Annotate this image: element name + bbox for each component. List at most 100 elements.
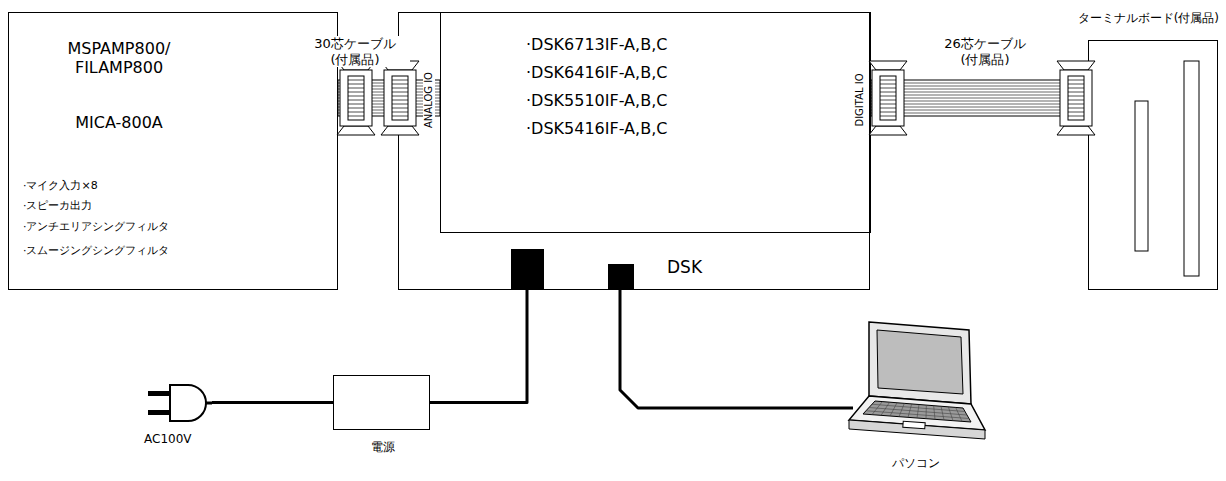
plug-pin [348,96,364,97]
ribbon-wire [871,101,1088,102]
plug-shell [872,70,904,126]
plug-body [170,385,206,421]
power-cord [212,402,333,403]
plug-shell [384,70,416,126]
plug-pin [348,88,364,89]
key-column [881,402,890,415]
node-drawing [1089,41,1217,289]
usb-jack [608,264,634,289]
key-column [890,403,897,416]
plug-pin [392,104,408,105]
node-text: ·マイク入力×8 [23,179,98,192]
plug-pin [348,104,364,105]
ribbon-wire [871,113,1088,114]
ribbon-wire [871,86,1088,87]
node-text: DSK [667,257,702,277]
plug-latch [381,126,419,135]
ribbon-wire [871,83,1088,84]
plug-pin [1068,116,1084,117]
node-text: ·アンチエリアシングフィルタ [23,220,170,233]
plug-pin [1068,80,1084,81]
node-text: ·スピーカ出力 [23,199,93,212]
key-column [917,405,919,419]
plug-prong [148,391,172,396]
plug-pin [392,92,408,93]
plug-latch [869,126,907,135]
laptop-pc: パソコン [845,318,987,452]
power-supply: 電源 [333,375,430,430]
cable-label: 30芯ケーブル (付属品) [300,36,410,67]
cable-line [430,290,527,403]
cable-label: 26芯ケーブル (付属品) [930,36,1040,67]
plug-pin [880,84,896,85]
node-text: ·DSK6416IF-A,B,C [526,63,667,82]
plug-socket [348,76,364,120]
node-drawing [148,380,212,426]
ribbon-wire [871,95,1088,96]
plug-pin [880,92,896,93]
plug-pin [392,80,408,81]
key-column [941,406,944,420]
plug-pin [348,108,364,109]
plug-pin [348,84,364,85]
plug-pin [348,92,364,93]
plug-pin [1068,100,1084,101]
power-cord [430,290,527,403]
plug-latch [1057,61,1095,70]
plug-pin [880,104,896,105]
laptop-screen [877,330,963,394]
plug-pin [1068,108,1084,109]
plug-pin [348,116,364,117]
key-column [926,405,927,419]
key-column [872,402,882,415]
plug-pin [392,88,408,89]
terminal-board: ターミナルボード(付属品) [1088,40,1218,290]
plug-shell [1060,70,1092,126]
terminal-strip [1184,61,1199,276]
key-column [899,403,904,416]
port-label: DIGITAL IO [854,71,866,128]
plug-socket [1068,76,1084,120]
plug-pin [348,100,364,101]
plug-pin [1068,88,1084,89]
plug-pin [392,100,408,101]
laptop-lid [869,322,971,404]
amp-box: MSPAMP800/ FILAMP800MICA-800A·マイク入力×8·スピ… [8,12,338,290]
plug-pin [880,116,896,117]
plug-pin [880,112,896,113]
plug-pin [1068,84,1084,85]
plug-pin [392,112,408,113]
ribbon-outline [871,80,1088,116]
plug-pin [348,112,364,113]
key-column [948,407,953,421]
plug-pin [392,108,408,109]
node-text: ターミナルボード(付属品) [1078,11,1219,25]
power-jack [511,249,544,289]
ribbon-wire [871,110,1088,111]
plug-pin [880,88,896,89]
keyboard [863,401,971,422]
power-cord [620,290,853,408]
terminal-strip [1135,101,1148,251]
plug-socket [392,76,408,120]
plug-prong [148,410,172,415]
plug-pin [392,116,408,117]
plug-pin [1068,92,1084,93]
plug-cord [206,402,212,405]
ribbon-wire [871,92,1088,93]
key-column [934,406,935,420]
node-drawing [399,13,869,289]
node-text: MSPAMP800/ FILAMP800 [29,39,209,77]
key-column [908,404,912,417]
node-text: ·DSK6713IF-A,B,C [526,35,667,54]
ribbon-wire [871,107,1088,108]
plug-pin [348,80,364,81]
node-text: ·スムージングシングフィルタ [23,244,170,257]
interface-board: ·DSK6713IF-A,B,C·DSK6416IF-A,B,C·DSK5510… [440,12,871,233]
edge-path [871,98,1088,99]
plug-shell [340,70,372,126]
cable-line [212,401,333,404]
ribbon-wire [871,98,1088,99]
node-text: 電源 [334,440,431,454]
port-label: ANALOG IO [423,70,435,130]
